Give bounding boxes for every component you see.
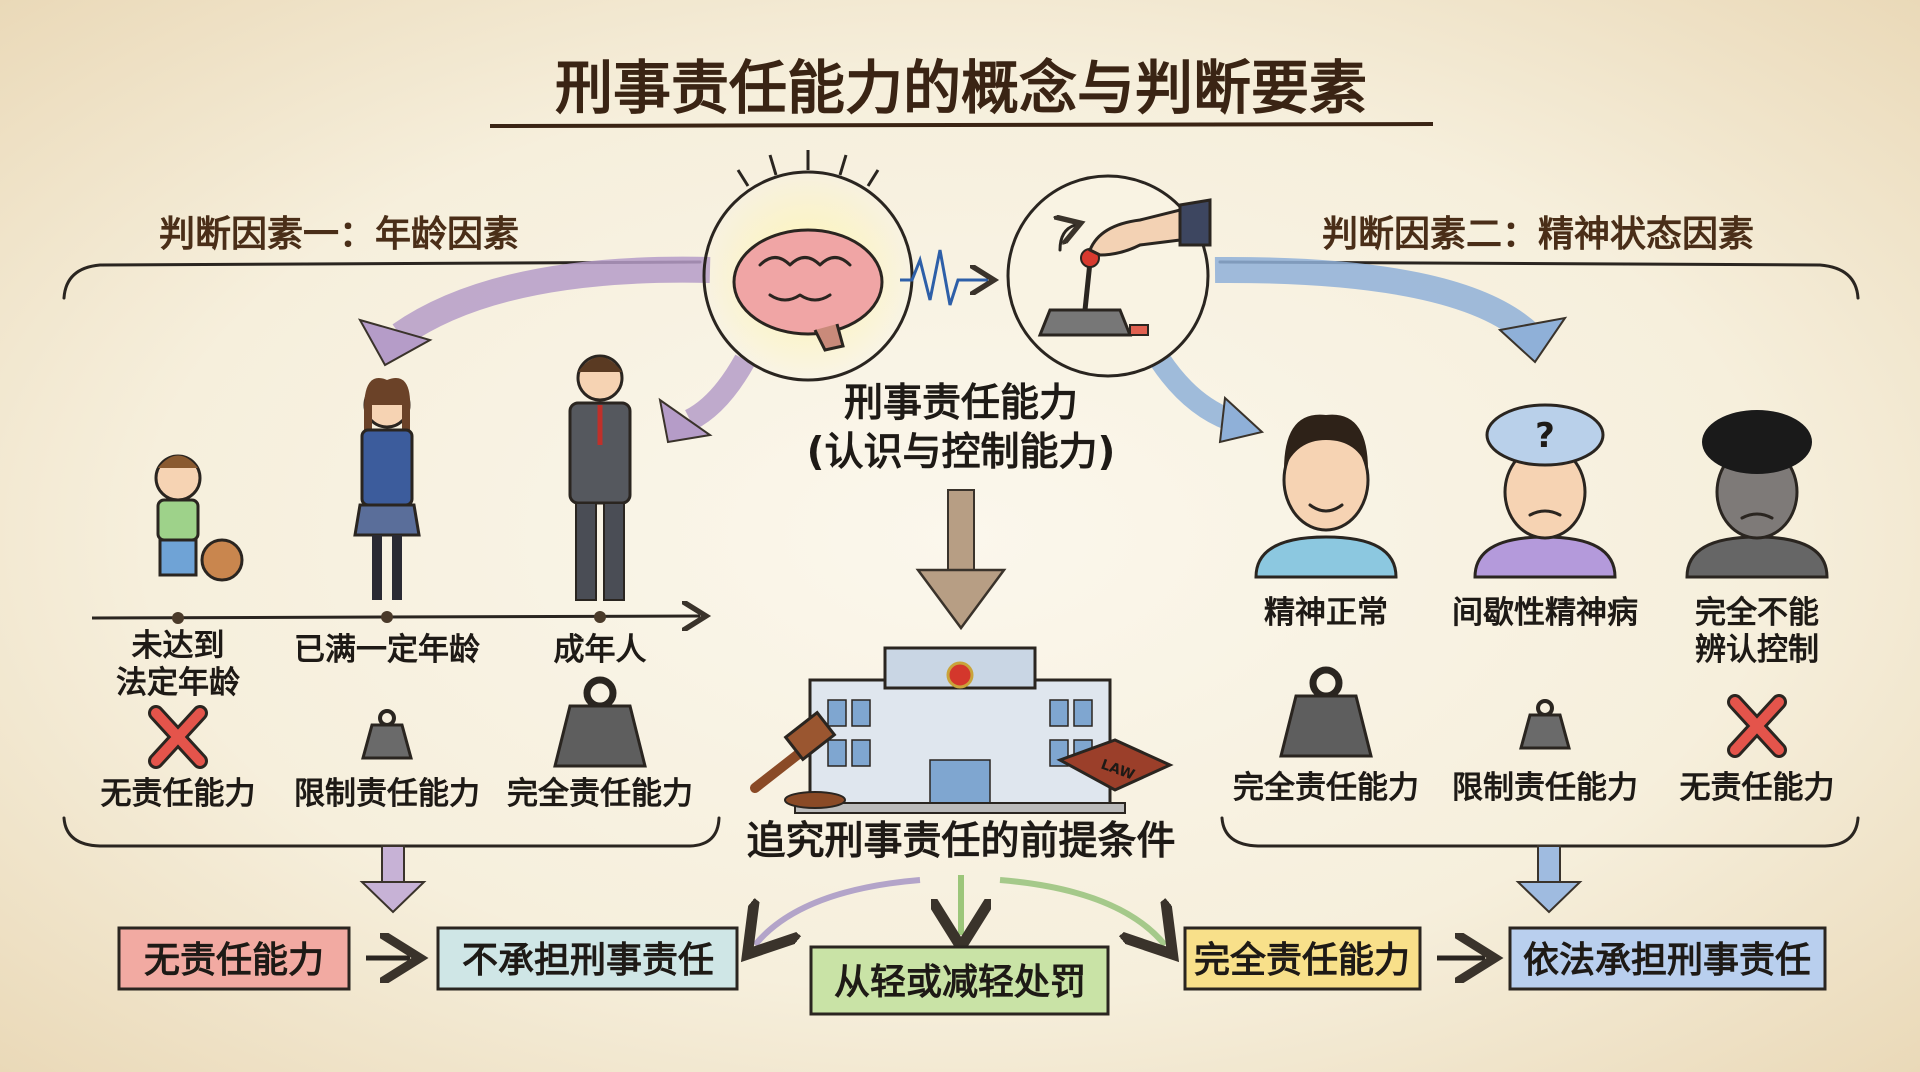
girl-figure: [353, 378, 421, 600]
age-stage-label: 已满一定年龄: [294, 632, 480, 668]
page-title: 刑事责任能力的概念与判断要素: [555, 54, 1367, 122]
right-bottom-bracket: [1220, 816, 1860, 848]
small-weight-icon: [361, 709, 413, 760]
courthouse-icon: [794, 646, 1126, 814]
teddy-bear-icon: [200, 538, 244, 582]
mental-result-label: 完全责任能力: [1233, 770, 1419, 806]
confused-person-face: ?: [1473, 403, 1617, 579]
timeline-dot: [172, 612, 184, 624]
mental-result-label: 限制责任能力: [1452, 770, 1638, 806]
x-mark-icon: [1727, 694, 1787, 758]
right-heading: 判断因素二：精神状态因素: [1322, 214, 1754, 255]
thought-cloud-icon: [1485, 403, 1605, 467]
left-result-arrow: [359, 845, 427, 914]
right-top-bracket: [1218, 260, 1860, 300]
age-stage-label: 法定年龄: [116, 665, 240, 701]
age-stage-label: 成年人: [554, 632, 647, 668]
large-weight-icon: [553, 676, 647, 768]
outcome-mitigated: 从轻或减轻处罚: [809, 945, 1110, 1016]
large-weight-icon: [1279, 666, 1373, 758]
outcome-no-liability: 不承担刑事责任: [436, 926, 739, 991]
concept-title: 刑事责任能力: [844, 381, 1078, 426]
x-mark-icon: [148, 705, 208, 769]
child-figure: [154, 454, 244, 582]
timeline-dot: [594, 611, 606, 623]
arrow-concept-right: [1150, 353, 1265, 444]
law-book-icon: LAW: [1056, 738, 1174, 792]
right-result-arrow: [1515, 845, 1583, 914]
down-arrow: [915, 489, 1007, 631]
outcome-label: 无责任能力: [144, 940, 324, 981]
outcome-liable: 依法承担刑事责任: [1508, 926, 1827, 991]
mental-state-label: 完全不能: [1695, 595, 1819, 631]
brain-icon: [702, 150, 914, 382]
outcome-label: 不承担刑事责任: [462, 940, 714, 981]
age-result-label: 无责任能力: [101, 776, 256, 812]
premise-branch-arrows: [755, 875, 1165, 945]
outcome-label: 从轻或减轻处罚: [834, 962, 1086, 1003]
mental-state-label: 间歇性精神病: [1452, 595, 1638, 631]
normal-person-face: [1254, 414, 1398, 579]
timeline-dot: [381, 611, 393, 623]
adult-man-figure: [568, 354, 632, 601]
mental-state-label: 精神正常: [1264, 595, 1388, 631]
title-underline: [489, 122, 1434, 128]
outcome-full-capacity: 完全责任能力: [1183, 926, 1422, 991]
age-result-label: 完全责任能力: [507, 776, 693, 812]
age-result-label: 限制责任能力: [294, 776, 480, 812]
small-weight-icon: [1519, 699, 1571, 750]
question-mark-icon: ?: [1535, 416, 1555, 456]
premise-label: 追究刑事责任的前提条件: [746, 819, 1175, 864]
concept-subtitle: (认识与控制能力): [807, 430, 1116, 475]
mental-result-label: 无责任能力: [1680, 770, 1835, 806]
left-heading: 判断因素一：年龄因素: [159, 214, 519, 255]
scribble-hair-icon: [1702, 410, 1812, 474]
outcome-label: 完全责任能力: [1194, 939, 1410, 981]
age-stage-label: 未达到: [132, 628, 225, 664]
left-top-bracket: [62, 260, 702, 300]
arrow-to-mental-factor: [1214, 256, 1568, 364]
arrow-concept-left: [658, 354, 755, 444]
outcome-no-capacity: 无责任能力: [117, 926, 351, 991]
mental-state-label: 辨认控制: [1695, 632, 1819, 668]
left-bottom-bracket: [62, 816, 721, 848]
distressed-person-face: [1685, 410, 1829, 579]
arrow-to-age-factor: [357, 256, 711, 367]
outcome-label: 依法承担刑事责任: [1523, 940, 1811, 981]
hand-lever-icon: [1006, 174, 1212, 378]
signal-wave-icon: [900, 249, 988, 306]
gavel-icon: [750, 710, 846, 809]
